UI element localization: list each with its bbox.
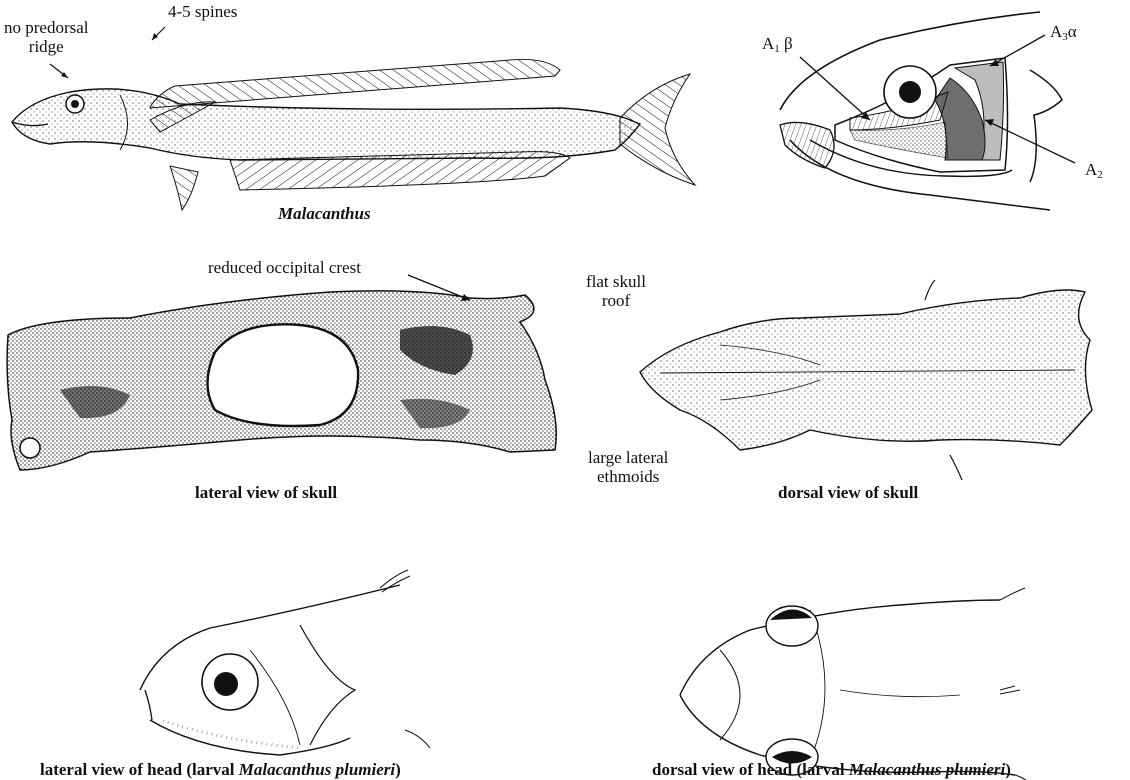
lateral-skull-caption: lateral view of skull	[195, 483, 337, 503]
jaw-muscle-drawing	[780, 12, 1075, 210]
lateral-ethmoids-line2: ethmoids	[588, 467, 668, 486]
a1-greek: β	[780, 34, 793, 53]
occipital-crest-label: reduced occipital crest	[208, 258, 361, 277]
fish-body	[12, 89, 640, 160]
lateral-skull-drawing	[7, 275, 556, 470]
larval-dorsal-caption-post: )	[1005, 760, 1011, 779]
caudal-fin	[620, 74, 695, 185]
fish-caption: Malacanthus	[278, 204, 371, 224]
larval-lateral-caption-post: )	[395, 760, 401, 779]
a3-alpha-label: A3α	[1050, 22, 1077, 47]
larval-dorsal-head-drawing	[680, 588, 1030, 780]
adult-fish-drawing	[12, 27, 695, 210]
larval-dorsal-caption-species: Malacanthus plumieri	[849, 760, 1005, 779]
a1-beta-label: A1 β	[762, 34, 793, 59]
larval-lateral-outline	[140, 585, 400, 690]
a2-letter: A	[1085, 160, 1097, 179]
lateral-ethmoids-label: large lateral ethmoids	[588, 448, 668, 486]
larval-lateral-caption: lateral view of head (larval Malacanthus…	[40, 760, 401, 780]
dorsal-fin	[150, 59, 560, 108]
a3-letter: A	[1050, 22, 1062, 41]
no-predorsal-ridge-line1: no predorsal	[4, 18, 89, 37]
larval-dorsal-caption-pre: dorsal view of head (larval	[652, 760, 849, 779]
a2-subscript: 2	[1097, 169, 1103, 181]
larval-dorsal-caption: dorsal view of head (larval Malacanthus …	[652, 760, 1011, 780]
pelvic-fin	[170, 166, 198, 210]
larval-dorsal-outline	[680, 600, 1000, 695]
no-predorsal-ridge-line2: ridge	[4, 37, 89, 56]
no-predorsal-ridge-label: no predorsal ridge	[4, 18, 89, 56]
orbit	[208, 324, 359, 426]
dorsal-skull-caption: dorsal view of skull	[778, 483, 918, 503]
spines-label: 4-5 spines	[168, 2, 237, 21]
a3-greek: α	[1068, 22, 1077, 41]
flat-skull-roof-line2: roof	[586, 291, 646, 310]
lateral-ethmoids-line1: large lateral	[588, 448, 668, 467]
a1-letter: A	[762, 34, 774, 53]
a2-label: A2	[1085, 160, 1103, 185]
flat-skull-roof-line1: flat skull	[586, 272, 646, 291]
flat-skull-roof-label: flat skull roof	[586, 272, 646, 310]
larval-lateral-caption-pre: lateral view of head (larval	[40, 760, 239, 779]
larval-lateral-caption-species: Malacanthus plumieri	[239, 760, 395, 779]
dorsal-skull-drawing	[640, 280, 1092, 480]
larval-lateral-head-drawing	[140, 570, 430, 755]
